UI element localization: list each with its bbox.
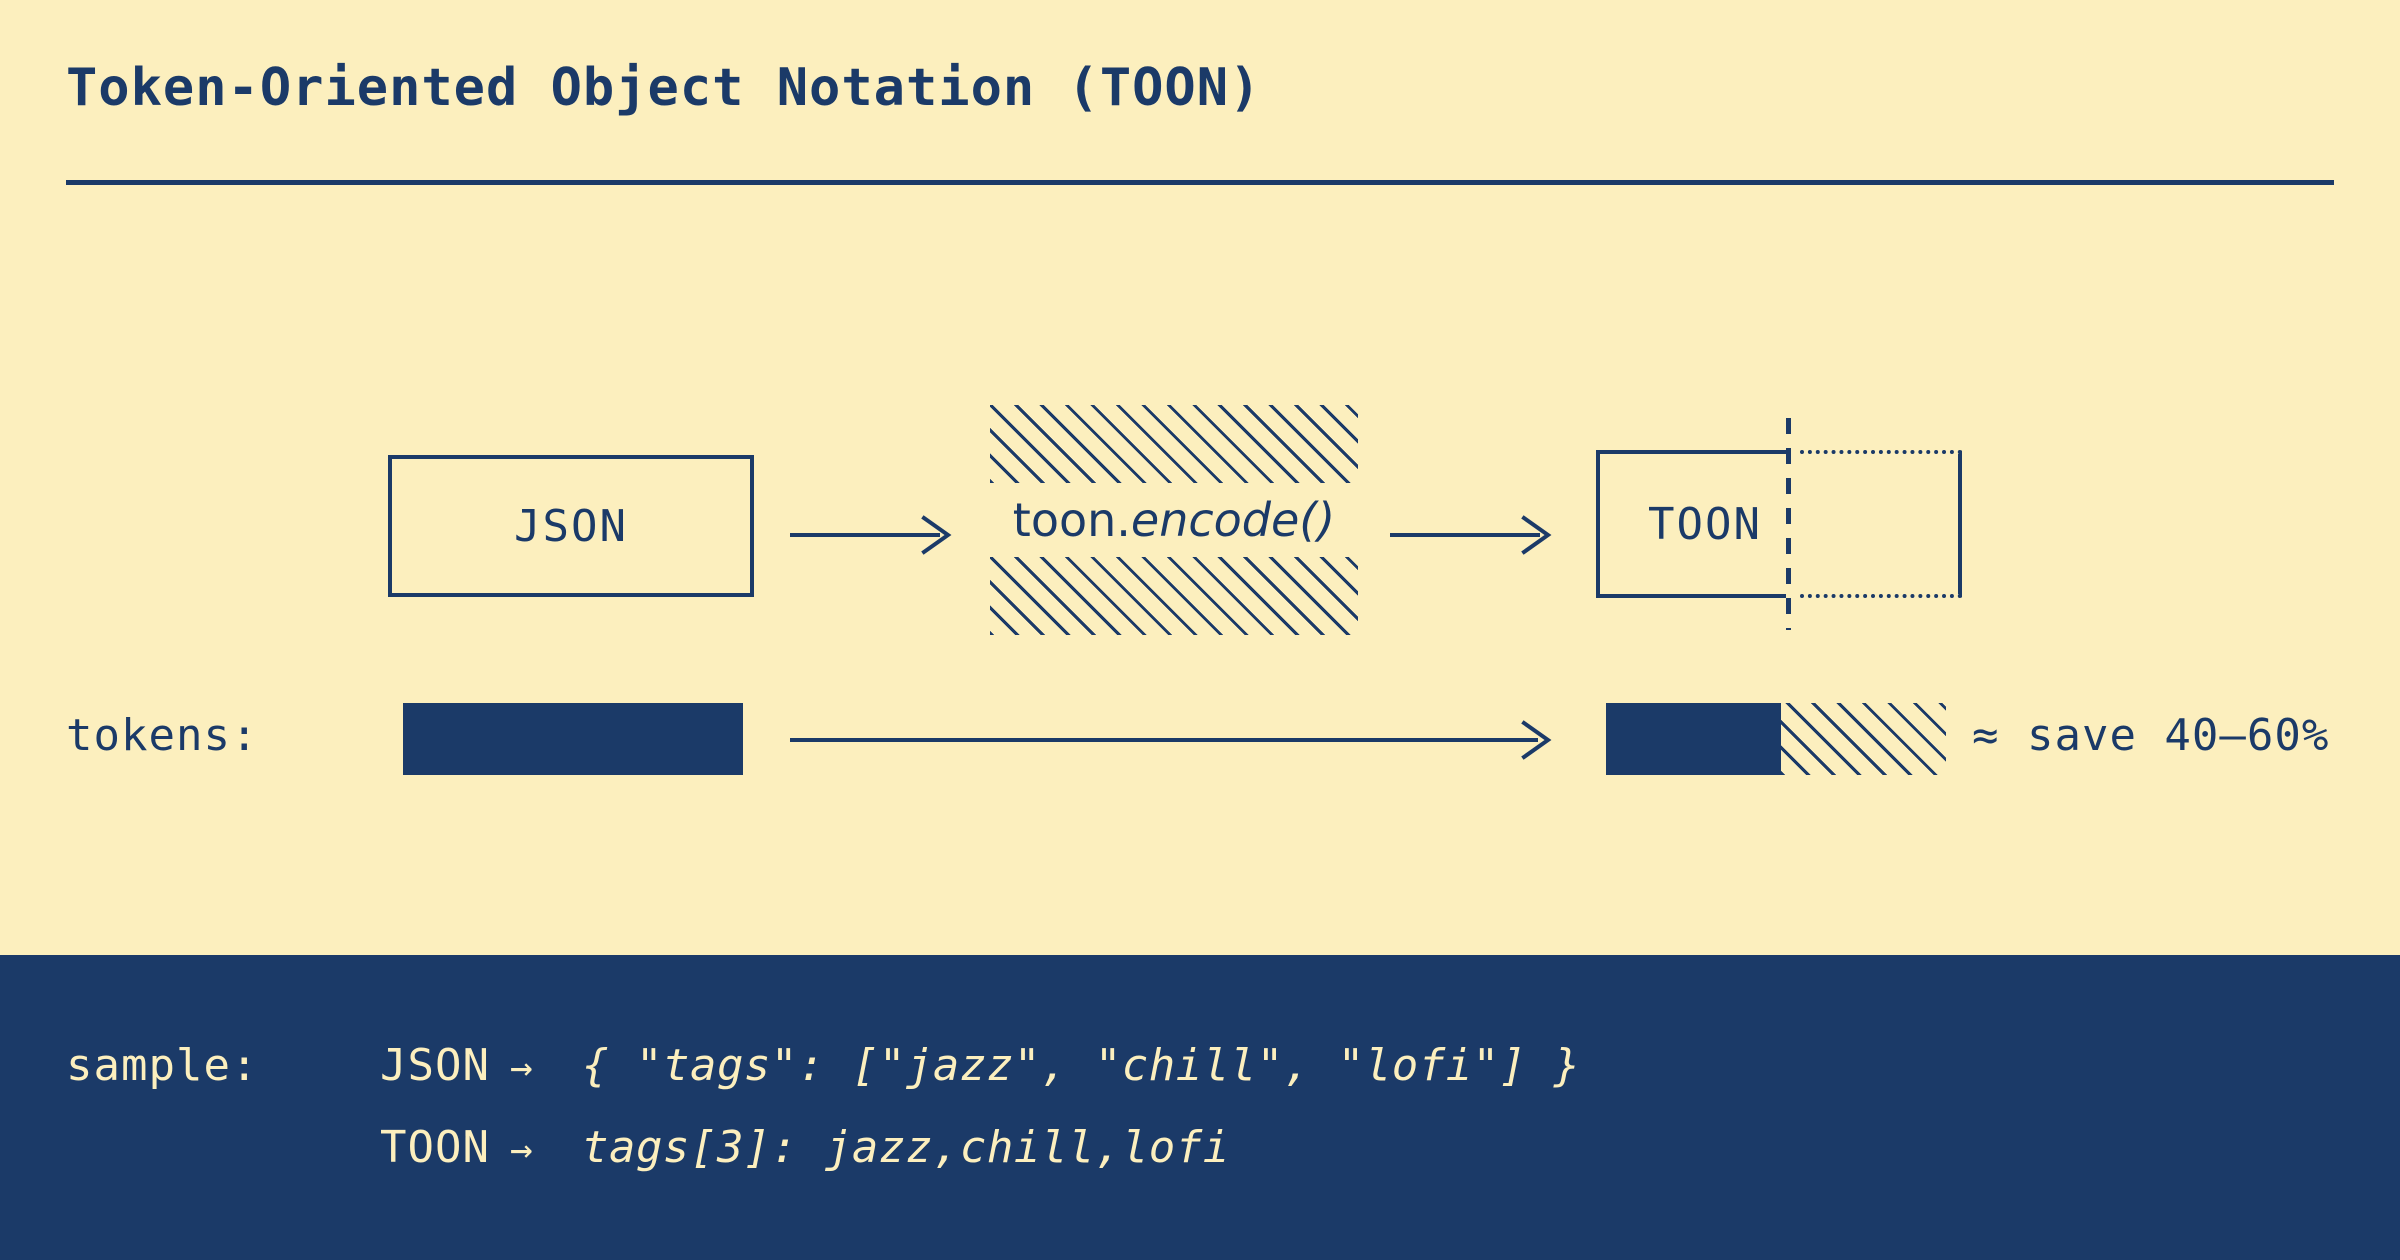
tokens-bar-toon-saved (1781, 703, 1946, 775)
sample-row-json-code: { "tags": ["jazz", "chill", "lofi"] } (582, 1040, 1581, 1091)
toon-result-box: TOON (1596, 450, 1786, 598)
tokens-bar-json (403, 703, 743, 775)
toon-savings-divider (1786, 418, 1791, 630)
arrow-encoder-to-toon (1390, 515, 1552, 555)
tokens-bar-toon-used (1606, 703, 1781, 775)
json-source-box: JSON (388, 455, 754, 597)
hatch-pattern-top (990, 405, 1358, 483)
sample-label: sample: (66, 1040, 259, 1091)
sample-row-json: JSON → { "tags": ["jazz", "chill", "lofi… (380, 1040, 1581, 1091)
sample-row-toon-code: tags[3]: jazz,chill,lofi (582, 1122, 1230, 1173)
sample-row-json-kind: JSON (380, 1040, 490, 1091)
encoder-block: toon.encode() (990, 405, 1358, 635)
toon-result-label: TOON (1648, 498, 1762, 550)
page-title: Token-Oriented Object Notation (TOON) (66, 58, 1262, 118)
sample-row-toon-kind: TOON (380, 1122, 490, 1173)
sample-row-toon: TOON → tags[3]: jazz,chill,lofi (380, 1122, 1230, 1173)
json-source-label: JSON (514, 500, 628, 552)
hatch-pattern-bottom (990, 557, 1358, 635)
arrow-tokens-comparison (790, 720, 1552, 760)
encoder-label: toon.encode() (990, 483, 1358, 557)
arrow-json-to-encoder (790, 515, 952, 555)
sample-panel (0, 955, 2400, 1260)
encoder-label-function: encode() (1130, 493, 1336, 547)
tokens-savings-note: ≈ save 40–60% (1972, 710, 2330, 761)
tokens-row-label: tokens: (66, 710, 259, 761)
title-divider (66, 180, 2334, 185)
sample-row-json-arrow-icon: → (510, 1045, 533, 1089)
sample-row-toon-arrow-icon: → (510, 1127, 533, 1171)
encoder-label-namespace: toon. (1012, 493, 1131, 547)
toon-saved-space-box (1800, 450, 1962, 598)
